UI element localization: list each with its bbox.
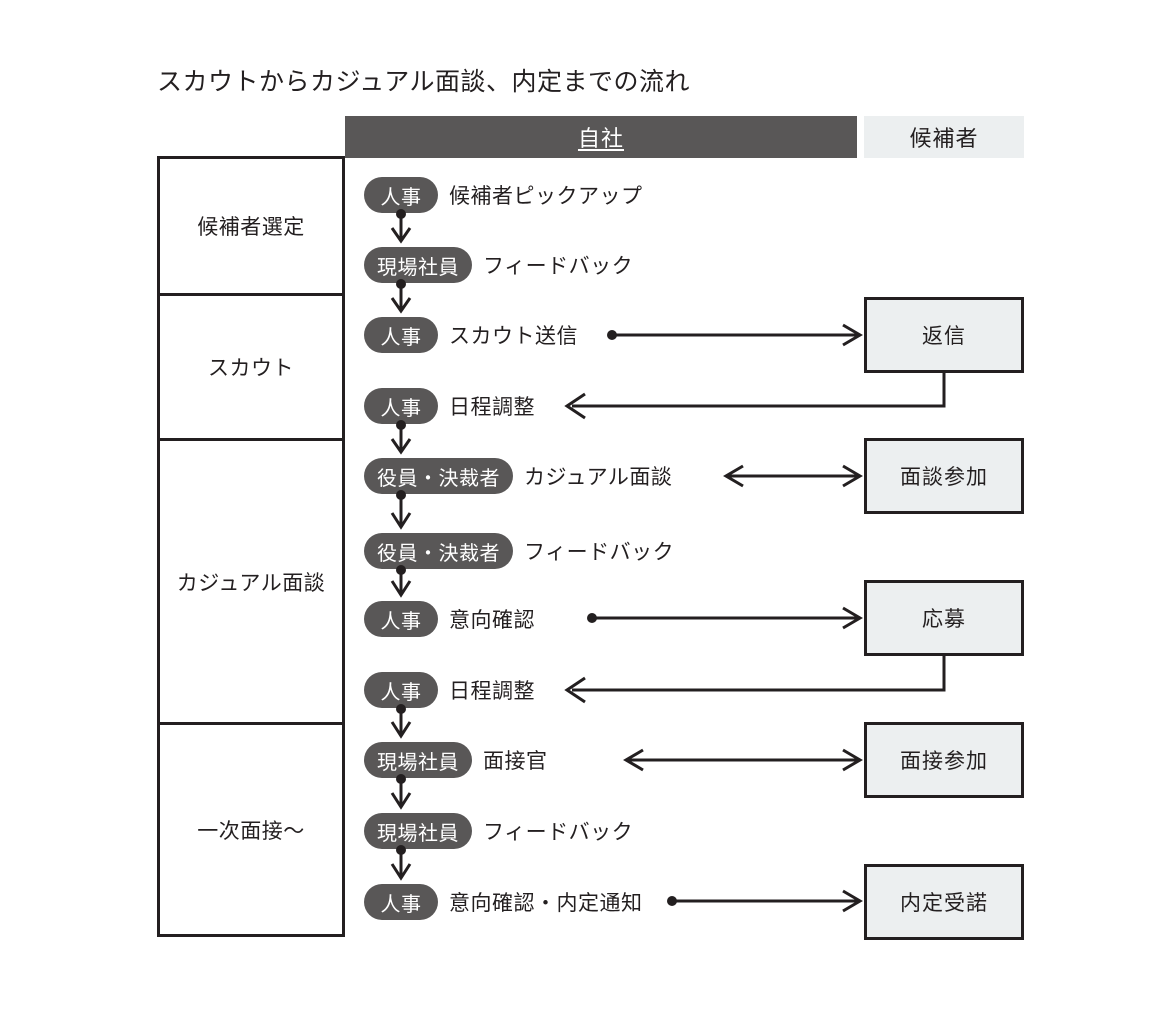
page-title: スカウトからカジュアル面談、内定までの流れ [157,68,691,96]
role-badge: 役員・決裁者 [364,458,513,494]
arrow-scout-send-to-reply [607,323,863,347]
candidate-box-label: 応募 [922,608,966,631]
candidate-box-label: 面接参加 [900,750,988,773]
phase-label: 候補者選定 [197,216,305,239]
role-badge: 人事 [364,317,438,353]
step-feedback-2: 役員・決裁者 フィードバック [364,532,674,570]
step-label: フィードバック [483,255,634,278]
candidate-box-label: 面談参加 [900,466,988,489]
step-label: 意向確認 [449,609,535,632]
step-label: 日程調整 [449,396,535,419]
connector-apply-to-schedule-2 [564,656,946,704]
role-badge: 役員・決裁者 [364,533,513,569]
role-badge: 現場社員 [364,742,472,778]
candidate-box-label: 内定受諾 [900,892,988,915]
column-header-company-label: 自社 [577,126,624,151]
step-feedback-3: 現場社員 フィードバック [364,812,633,850]
step-intent-check-1: 人事 意向確認 [364,600,535,638]
candidate-box-attend-casual: 面談参加 [864,438,1024,514]
step-schedule-2: 人事 日程調整 [364,671,535,709]
role-badge: 人事 [364,672,438,708]
role-badge: 人事 [364,177,438,213]
step-label: フィードバック [483,821,634,844]
step-label: 日程調整 [449,680,535,703]
role-badge: 現場社員 [364,813,472,849]
phase-cell-first-interview: 一次面接〜 [160,725,342,934]
candidate-box-label: 返信 [922,325,966,348]
role-badge: 人事 [364,601,438,637]
connector-reply-to-schedule-1 [564,373,946,420]
phase-label: カジュアル面談 [176,571,326,595]
role-badge: 人事 [364,884,438,920]
step-candidate-pickup: 人事 候補者ピックアップ [364,176,643,214]
column-header-candidate-label: 候補者 [909,126,979,151]
vertical-connector-4 [390,490,412,530]
phase-cell-scout: スカウト [160,296,342,441]
phase-cell-selection: 候補者選定 [160,159,342,296]
arrow-intent-check-to-apply [587,606,863,630]
candidate-box-reply: 返信 [864,297,1024,373]
step-casual-interview: 役員・決裁者 カジュアル面談 [364,457,672,495]
step-label: 候補者ピックアップ [449,185,643,208]
phase-cell-casual-interview: カジュアル面談 [160,441,342,725]
candidate-box-attend-interview: 面接参加 [864,722,1024,798]
arrow-interviewer-bidirectional [623,748,863,772]
candidate-box-apply: 応募 [864,580,1024,656]
step-label: スカウト送信 [449,325,578,348]
step-interviewer: 現場社員 面接官 [364,741,548,779]
arrow-casual-interview-bidirectional [723,464,863,488]
step-feedback-1: 現場社員 フィードバック [364,246,633,284]
phase-label: スカウト [208,357,294,380]
step-scout-send: 人事 スカウト送信 [364,316,578,354]
role-badge: 現場社員 [364,247,472,283]
step-label: フィードバック [524,541,675,564]
column-header-company: 自社 [345,116,857,158]
phase-column: 候補者選定 スカウト カジュアル面談 一次面接〜 [157,156,345,937]
column-header-candidate: 候補者 [864,116,1024,158]
step-label: カジュアル面談 [524,466,673,489]
role-badge: 人事 [364,388,438,424]
arrow-offer-to-accept [667,889,863,913]
step-schedule-1: 人事 日程調整 [364,387,535,425]
phase-label: 一次面接〜 [197,819,305,843]
step-label: 意向確認・内定通知 [449,892,643,915]
candidate-box-accept-offer: 内定受諾 [864,864,1024,940]
step-offer-notice: 人事 意向確認・内定通知 [364,883,643,921]
step-label: 面接官 [483,750,548,773]
